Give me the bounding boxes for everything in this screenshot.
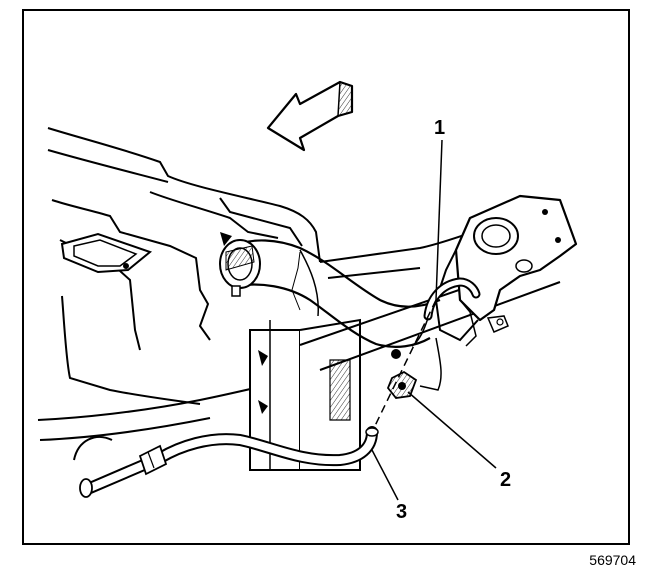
routing-guide-line <box>371 299 437 433</box>
fuel-tank-outline <box>47 127 321 405</box>
callout-2: 2 <box>500 469 512 491</box>
tank-access-panel <box>60 232 153 274</box>
hose-clip <box>386 349 418 399</box>
leader-lines <box>371 139 497 501</box>
callout-3: 3 <box>396 501 408 523</box>
hose-clamp <box>219 232 261 297</box>
figure-number: 569704 <box>589 552 636 568</box>
fill-neck-housing <box>434 194 578 347</box>
fuel-fill-pipe <box>231 239 441 348</box>
callout-1: 1 <box>434 117 446 139</box>
bracket-arc <box>73 435 113 461</box>
direction-arrow <box>266 80 354 152</box>
vent-hose <box>411 277 481 391</box>
lower-vent-hose <box>79 426 379 498</box>
